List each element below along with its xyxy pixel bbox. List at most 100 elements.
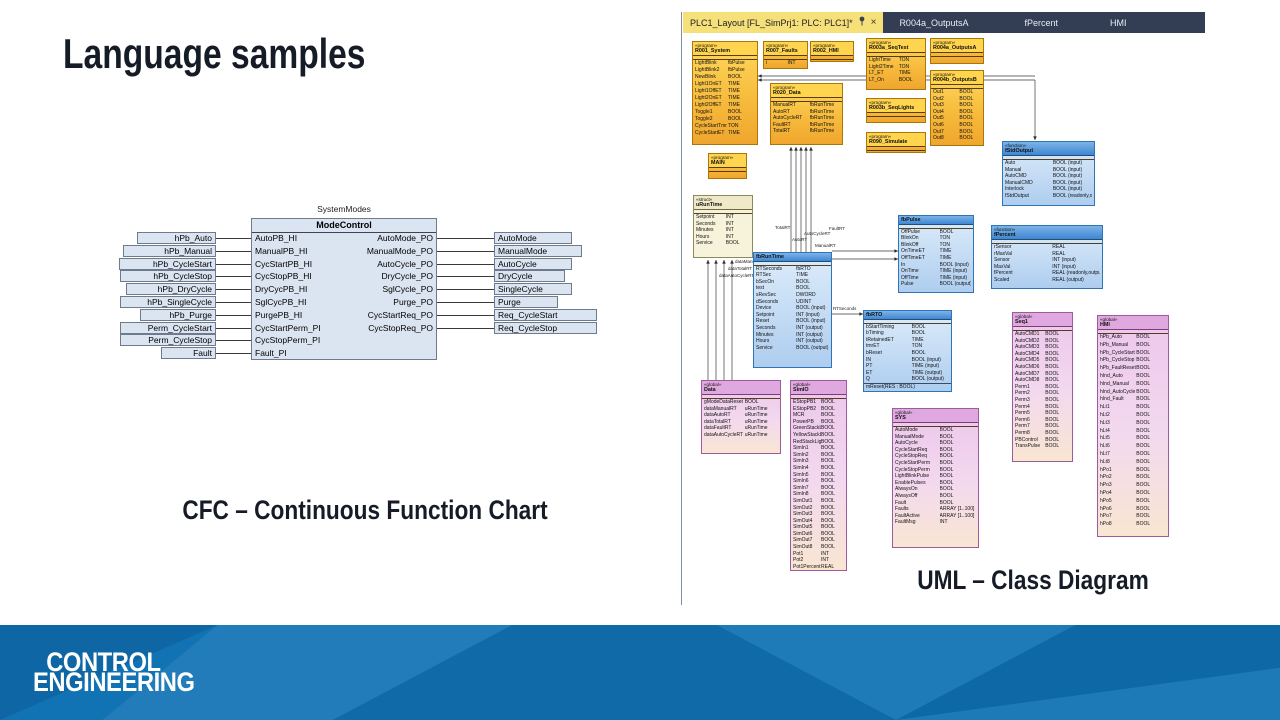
cfc-input-tag: hPb_Purge — [140, 308, 216, 321]
tab-fpercent[interactable]: fPercent — [1024, 17, 1059, 28]
uml-class-name: R004b_OutputsB — [933, 77, 977, 84]
cfc-input-pin: CycStartPerm_PI — [255, 322, 321, 333]
svg-text:ManualRT: ManualRT — [815, 243, 836, 248]
uml-class-name: fStdOutput — [1005, 148, 1034, 155]
cfc-wire — [216, 302, 251, 303]
cfc-output-pin: ManualMode_PO — [366, 245, 433, 256]
uml-stereotype: «program» — [711, 155, 734, 160]
cfc-output-pin: SglCycle_PO — [382, 284, 433, 295]
uml-stereotype: «program» — [869, 100, 892, 105]
uml-stereotype: «program» — [933, 72, 956, 77]
tab-r004a_outputsa[interactable]: R004a_OutputsA — [899, 17, 969, 28]
uml-class-header: «program»R004b_OutputsB — [931, 71, 983, 85]
uml-class-name: fbRunTime — [756, 254, 785, 260]
cfc-wire — [216, 353, 251, 355]
cfc-input-pin: PurgePB_HI — [255, 309, 303, 320]
uml-stereotype: «function» — [1005, 143, 1027, 148]
cfc-output-tag: DryCycle — [494, 270, 565, 283]
cfc-input-tag: hPb_DryCycle — [126, 283, 216, 296]
uml-class-header: «program»R020_Data — [771, 84, 842, 98]
uml-class-name: MAIN — [711, 160, 725, 167]
cfc-output-tag: Purge — [494, 296, 558, 308]
cfc-output-pin: DryCycle_PO — [381, 271, 433, 282]
cfc-input-tag: Perm_CycleStop — [120, 334, 216, 347]
uml-class-name: fPercent — [994, 232, 1016, 239]
tab-hmi[interactable]: HMI — [1110, 17, 1127, 28]
svg-text:AutoRT: AutoRT — [792, 237, 807, 242]
uml-class-name: R003b_SeqLights — [869, 105, 915, 112]
cfc-input-pin: CycStartPB_HI — [255, 258, 313, 269]
pin-icon[interactable] — [858, 16, 866, 29]
cfc-input-pin: AutoPB_HI — [255, 233, 298, 243]
close-icon[interactable]: × — [870, 16, 877, 28]
uml-class-name: fbRTO — [866, 312, 883, 318]
uml-stereotype: «global» — [1015, 314, 1033, 319]
uml-class-header: «program»R007_Faults — [764, 42, 807, 56]
tab-plc1-layout[interactable]: PLC1_Layout [FL_SimPrj1: PLC: PLC1]* × — [683, 12, 884, 33]
cfc-output-tag: Req_CycleStop — [494, 321, 597, 334]
cfc-input-tag: hPb_SingleCycle — [120, 296, 216, 308]
uml-class-header: fbPulse — [899, 216, 973, 225]
cfc-wire — [437, 276, 494, 278]
uml-screenshot: PLC1_Layout [FL_SimPrj1: PLC: PLC1]* × R… — [683, 12, 1205, 605]
cfc-wire — [216, 276, 251, 278]
logo-line1: CONTROL — [46, 647, 161, 677]
uml-attribute-row: YellowStackLightBOOL — [793, 431, 835, 438]
cfc-input-tag: Perm_CycleStart — [120, 321, 216, 334]
cfc-input-pin: Fault_PI — [255, 348, 287, 359]
cfc-wire — [437, 302, 494, 303]
